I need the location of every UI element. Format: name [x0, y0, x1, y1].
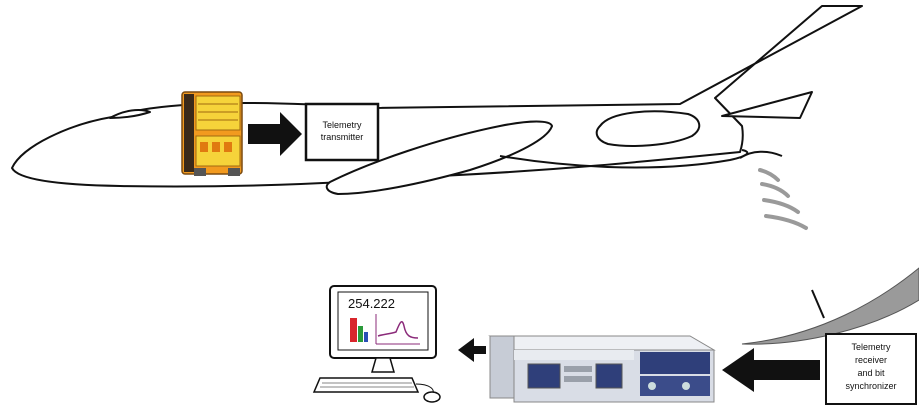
airplane-cockpit-window: [109, 109, 151, 119]
radio-waves: [758, 168, 808, 230]
telemetry-receiver-box: Telemetry receiver and bit synchronizer: [825, 333, 917, 405]
airplane-engine: [595, 110, 701, 147]
airplane-tail-fin: [721, 91, 813, 119]
radio-wave-1: [758, 168, 780, 182]
mouse: [423, 391, 441, 403]
telemetry-transmitter-box: Telemetry transmitter: [304, 102, 380, 162]
dish-antenna: [741, 267, 919, 345]
rack-unit: [488, 335, 716, 403]
monitor-stand: [371, 357, 395, 373]
dish: [741, 267, 919, 345]
receiver-label-line-1: Telemetry: [851, 342, 891, 352]
radio-wave-4: [764, 214, 808, 230]
radio-wave-2: [760, 182, 790, 198]
receiver-label-line-3: and bit: [857, 368, 885, 378]
receiver-label-line-4: synchronizer: [845, 381, 896, 391]
data-acquisition-unit: [181, 91, 243, 176]
arrow-to-rack: [722, 348, 820, 392]
airplane-wing: [325, 120, 553, 195]
transmitter-label-line-2: transmitter: [321, 132, 364, 142]
arrow-to-transmitter: [248, 112, 302, 156]
monitor-value: 254.222: [348, 296, 395, 311]
monitor-line-plot: [377, 320, 419, 339]
radio-wave-3: [762, 198, 800, 214]
airplane: [11, 5, 863, 195]
arrow-to-computer: [458, 338, 486, 362]
transmitter-label-line-1: Telemetry: [322, 120, 362, 130]
keyboard: [312, 377, 420, 393]
airplane-antenna: [739, 150, 783, 159]
computer: 254.222: [312, 285, 441, 403]
receiver-label-line-2: receiver: [855, 355, 887, 365]
